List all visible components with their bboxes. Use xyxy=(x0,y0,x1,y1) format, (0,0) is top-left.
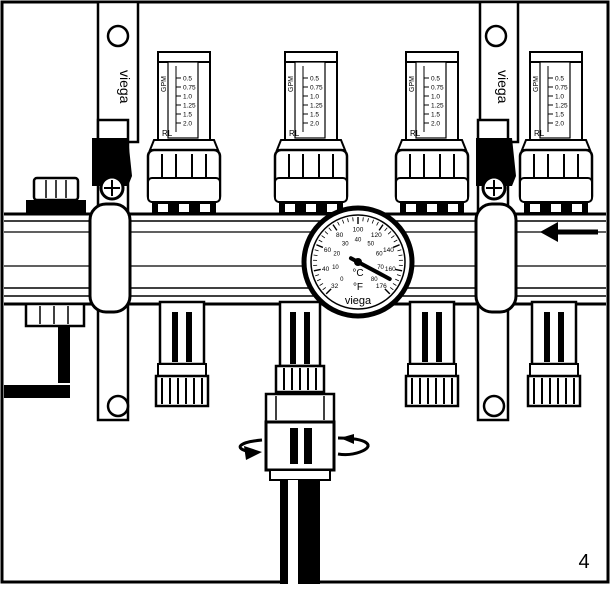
flowmeter-scale-label: 1.25 xyxy=(431,103,444,110)
flowmeter-scale-label: 1.25 xyxy=(555,103,568,110)
outlet-3 xyxy=(406,302,458,406)
flowmeter-badge: RL xyxy=(410,129,421,138)
temperature-gauge: 3240608010012014016017601020304050607080… xyxy=(304,208,412,316)
gauge-f-label: 176 xyxy=(376,283,387,290)
gauge-f-label: 60 xyxy=(324,247,332,254)
gauge-unit-c: °C xyxy=(352,268,363,279)
flowmeter-badge: RL xyxy=(162,129,173,138)
gauge-f-label: 100 xyxy=(353,227,364,234)
flowmeter-1: GPM 0.5 0.75 1.0 1.25 1.5 2.0RL xyxy=(148,52,220,214)
outlet-1 xyxy=(156,302,208,406)
flowmeter-scale-label: 1.5 xyxy=(183,112,192,119)
flowmeter-scale-label: 0.5 xyxy=(183,76,192,83)
flowmeter-scale-label: 1.0 xyxy=(310,94,319,101)
flowmeter-scale-label: 1.0 xyxy=(555,94,564,101)
flowmeter-scale-label: 1.5 xyxy=(310,112,319,119)
flowmeter-scale-label: 1.0 xyxy=(183,94,192,101)
gauge-f-label: 40 xyxy=(322,266,330,273)
flowmeter-unit: GPM xyxy=(288,76,295,92)
flowmeter-scale-label: 2.0 xyxy=(431,121,440,128)
gauge-c-label: 50 xyxy=(367,241,374,247)
flowmeter-3: GPM 0.5 0.75 1.0 1.25 1.5 2.0RL xyxy=(396,52,468,214)
flowmeter-scale-label: 1.25 xyxy=(310,103,323,110)
flowmeter-scale-label: 0.75 xyxy=(310,85,323,92)
gauge-c-label: 40 xyxy=(355,238,362,244)
flowmeter-scale-label: 2.0 xyxy=(310,121,319,128)
bracket-brand-right: viega xyxy=(495,70,511,104)
gauge-c-label: 20 xyxy=(333,252,340,258)
gauge-unit-f: °F xyxy=(353,282,363,293)
gauge-hub xyxy=(354,258,362,266)
flowmeter-scale-label: 1.5 xyxy=(555,112,564,119)
flowmeter-scale-label: 0.5 xyxy=(310,76,319,83)
clamp-band-right xyxy=(476,204,516,312)
flowmeter-scale-label: 1.5 xyxy=(431,112,440,119)
outlet-4 xyxy=(528,302,580,406)
flowmeter-scale-label: 0.75 xyxy=(183,85,196,92)
flowmeter-scale-label: 0.5 xyxy=(555,76,564,83)
gauge-c-label: 60 xyxy=(376,252,383,258)
gauge-brand: viega xyxy=(345,295,372,307)
gauge-f-label: 80 xyxy=(336,232,344,239)
flowmeter-badge: RL xyxy=(534,129,545,138)
step-number: 4 xyxy=(578,551,589,573)
flowmeter-scale-label: 1.0 xyxy=(431,94,440,101)
flowmeter-unit: GPM xyxy=(409,76,416,92)
flowmeter-unit: GPM xyxy=(161,76,168,92)
gauge-c-label: 10 xyxy=(332,265,339,271)
flowmeter-scale-label: 2.0 xyxy=(183,121,192,128)
flowmeter-2: GPM 0.5 0.75 1.0 1.25 1.5 2.0RL xyxy=(275,52,347,214)
clamp-band-left xyxy=(90,204,130,312)
gauge-f-label: 140 xyxy=(383,247,394,254)
flowmeter-scale-label: 0.75 xyxy=(431,85,444,92)
drain-valve-cap xyxy=(26,178,86,214)
bracket-brand-left: viega xyxy=(117,70,133,104)
flowmeter-scale-label: 2.0 xyxy=(555,121,564,128)
gauge-f-label: 160 xyxy=(385,266,396,273)
flowmeter-scale-label: 1.25 xyxy=(183,103,196,110)
gauge-c-label: 70 xyxy=(377,265,384,271)
flowmeter-4: GPM 0.5 0.75 1.0 1.25 1.5 2.0RL xyxy=(520,52,592,214)
flowmeter-badge: RL xyxy=(289,129,300,138)
flowmeter-unit: GPM xyxy=(533,76,540,92)
gauge-c-label: 80 xyxy=(371,277,378,283)
gauge-c-label: 30 xyxy=(342,241,349,247)
flowmeter-scale-label: 0.5 xyxy=(431,76,440,83)
gauge-f-label: 120 xyxy=(371,232,382,239)
flowmeter-scale-label: 0.75 xyxy=(555,85,568,92)
gauge-f-label: 32 xyxy=(331,283,339,290)
